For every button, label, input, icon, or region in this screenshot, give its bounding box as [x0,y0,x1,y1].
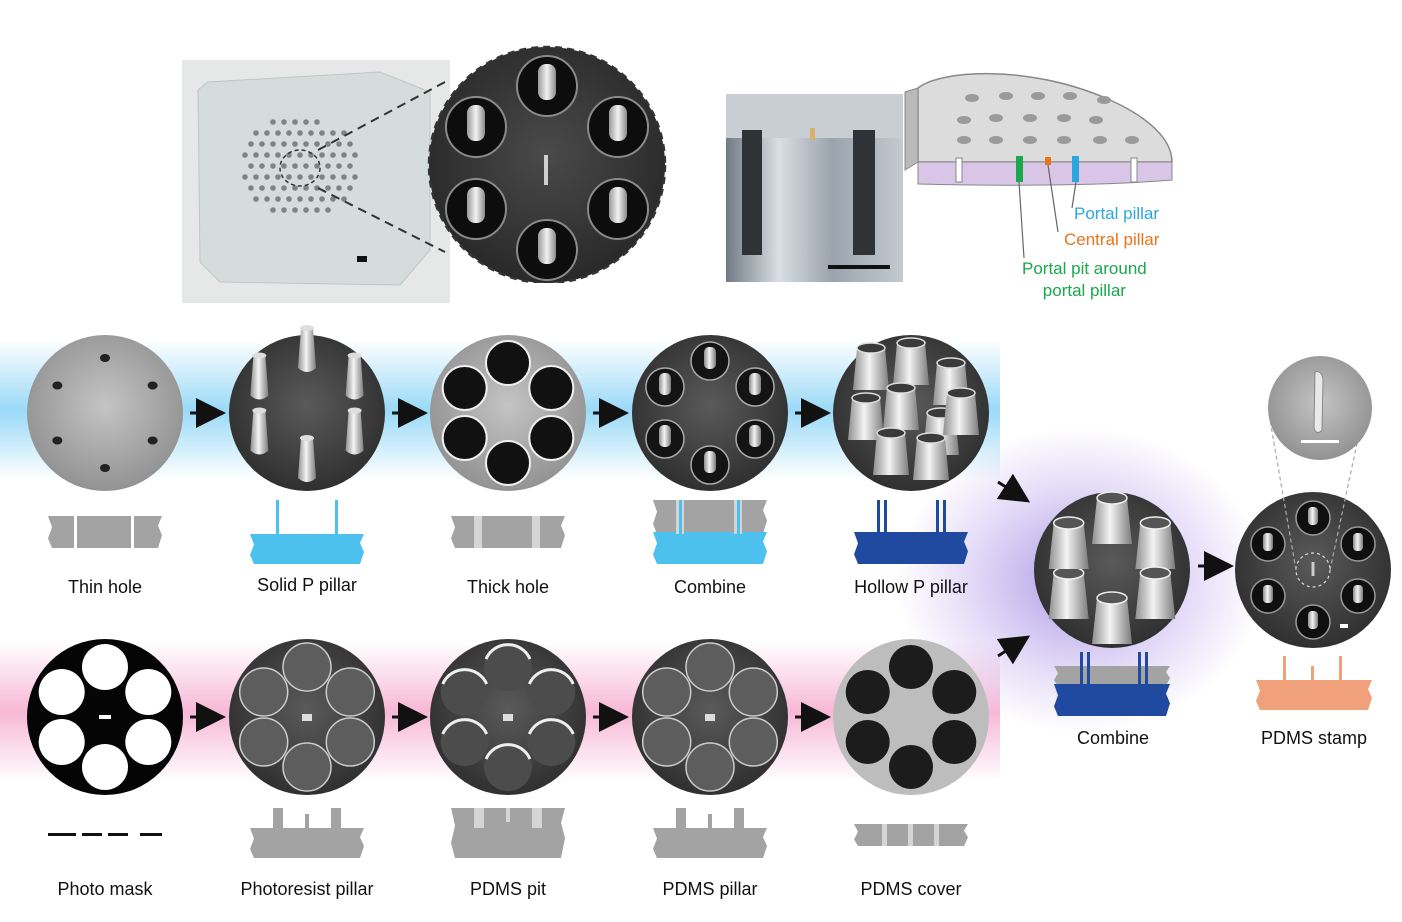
schematic-hollow-p-pillar [854,500,968,564]
sem-pdms-stamp [1235,356,1391,648]
sem-hollow-p-pillar [833,335,989,491]
portal-pit-label: Portal pit around portal pillar [1022,259,1147,300]
schematic-pdms-pit [451,808,565,858]
central-pillar-label: Central pillar [1064,230,1160,249]
sem-combine-merge [1034,491,1190,648]
sem-combine-top [632,335,788,491]
label-thin-hole: Thin hole [67,577,143,597]
zoom-line-top [317,81,446,151]
schematic-photo-mask [48,833,162,836]
schematic-pdms-stamp [1256,656,1372,710]
sem-pdms-pit [430,639,586,795]
label-pdms-pit: PDMS pit [469,879,547,899]
label-photo-mask: Photo mask [57,879,153,899]
photo-mask-circle [27,639,183,795]
label-pdms-pillar: PDMS pillar [662,879,758,899]
label-photoresist-pillar: Photoresist pillar [240,879,374,899]
label-combine-merge: Combine [1076,728,1150,748]
schematic-thin-hole [48,516,162,548]
sem-thick-hole [430,335,586,491]
label-pdms-cover: PDMS cover [860,879,962,899]
sem-pdms-pillar [632,639,788,795]
stamp-3d-schematic [904,72,1173,259]
side-photo [726,94,903,282]
schematic-thick-hole [451,516,565,548]
arrow-merge-bottom [996,635,1031,665]
label-thick-hole: Thick hole [466,577,550,597]
zoom-line-bottom [317,187,446,253]
schematic-photoresist-pillar [250,808,364,858]
sem-pdms-cover [833,639,989,795]
schematic-combine-merge [1054,652,1170,716]
label-pdms-stamp: PDMS stamp [1260,728,1368,748]
schematic-pdms-pillar [653,808,767,858]
sem-solid-p-pillar [229,325,385,491]
top-row-images [182,45,1173,303]
schematic-solid-p-pillar [250,500,364,564]
sem-zoom-circle [427,45,667,287]
schematic-pdms-cover [854,824,968,846]
stamp-photo [182,60,450,303]
sem-photoresist-pillar [229,639,385,795]
label-hollow-p-pillar: Hollow P pillar [854,577,968,597]
arrow-merge-top [996,473,1031,503]
portal-pillar-label: Portal pillar [1074,204,1160,223]
schematic-combine-top [653,500,767,564]
sem-thin-hole [27,335,183,491]
label-combine-top: Combine [673,577,747,597]
label-solid-p-pillar: Solid P pillar [257,575,357,595]
